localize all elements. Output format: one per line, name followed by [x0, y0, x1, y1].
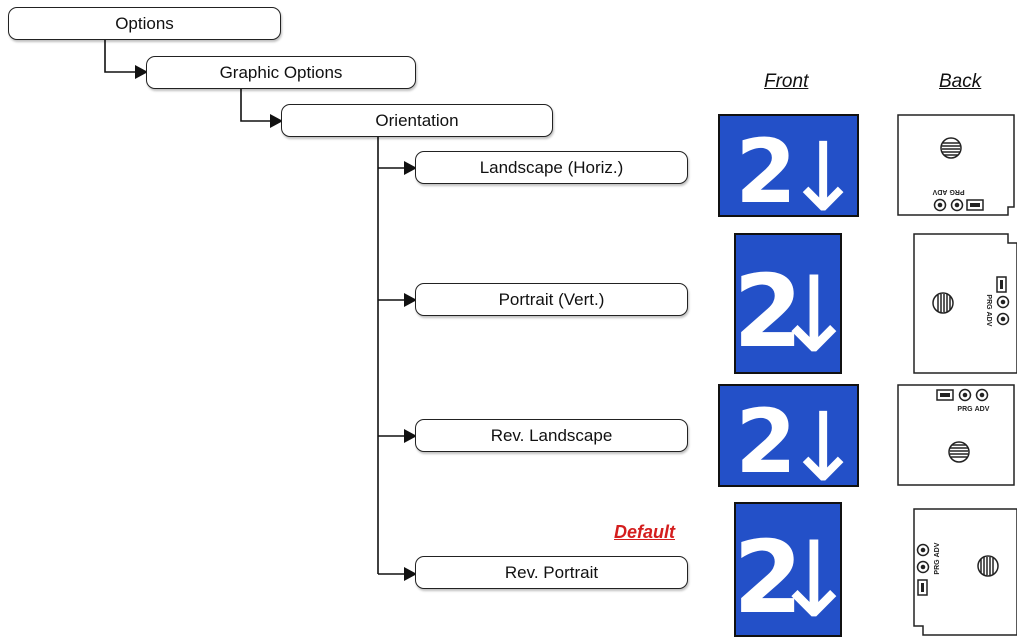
choice-rev-landscape-node: Rev. Landscape — [415, 419, 688, 452]
back-rev-portrait-buttons: ADV PRG — [916, 542, 941, 596]
front-landscape-glyph: 2 — [735, 120, 796, 217]
orientation-node: Orientation — [281, 104, 553, 137]
options-node: Options — [8, 7, 281, 40]
default-label: Default — [614, 522, 676, 542]
back-panel-landscape: ADV PRG — [897, 114, 1015, 216]
front-rev-portrait-glyph: 2 — [734, 519, 803, 636]
back-rev-landscape-buttons: PRG ADV — [936, 388, 990, 413]
front-panel-rev-landscape: 2 ↓ — [718, 384, 859, 487]
back-landscape-prg-label: PRG — [949, 188, 965, 195]
choice-rev-portrait-node: Rev. Portrait — [415, 556, 688, 589]
front-rev-landscape-glyph: 2 — [735, 390, 796, 487]
back-panel-rev-landscape: PRG ADV — [897, 384, 1015, 486]
back-landscape-adv-label: ADV — [932, 188, 947, 195]
back-rev-portrait-adv-label: ADV — [934, 542, 941, 557]
choice-portrait-label: Portrait (Vert.) — [498, 289, 605, 309]
speaker-icon — [932, 292, 954, 314]
front-rev-portrait-arrow-icon: ↓ — [770, 519, 842, 637]
back-column-header: Back — [939, 71, 982, 92]
front-panel-portrait: 2 ↓ — [734, 233, 842, 374]
graphic-options-label: Graphic Options — [219, 62, 343, 82]
front-portrait-glyph: 2 — [734, 253, 803, 370]
choice-landscape-label: Landscape (Horiz.) — [479, 157, 624, 177]
back-panel-rev-portrait: ADV PRG — [913, 508, 1017, 636]
front-panel-rev-portrait: 2 ↓ — [734, 502, 842, 637]
front-landscape-arrow-icon: ↓ — [783, 123, 859, 217]
front-column-header: Front — [764, 71, 809, 92]
back-rev-landscape-prg-label: PRG — [957, 406, 973, 413]
back-portrait-prg-label: PRG — [985, 294, 992, 310]
back-rev-landscape-adv-label: ADV — [975, 406, 990, 413]
choice-rev-portrait-label: Rev. Portrait — [504, 562, 599, 582]
front-rev-landscape-arrow-icon: ↓ — [783, 393, 859, 487]
orientation-label: Orientation — [375, 110, 459, 130]
front-panel-landscape: 2 ↓ — [718, 114, 859, 217]
front-portrait-arrow-icon: ↓ — [770, 254, 842, 374]
options-label: Options — [115, 13, 174, 33]
speaker-icon — [940, 137, 962, 159]
back-rev-portrait-prg-label: PRG — [934, 559, 941, 575]
choice-rev-landscape-label: Rev. Landscape — [490, 425, 613, 445]
back-panel-portrait: PRG ADV — [913, 233, 1017, 374]
back-portrait-adv-label: ADV — [985, 312, 992, 327]
back-landscape-buttons: ADV PRG — [932, 188, 984, 212]
choice-portrait-node: Portrait (Vert.) — [415, 283, 688, 316]
speaker-icon — [948, 441, 970, 463]
choice-landscape-node: Landscape (Horiz.) — [415, 151, 688, 184]
back-portrait-buttons: PRG ADV — [985, 276, 1010, 327]
graphic-options-node: Graphic Options — [146, 56, 416, 89]
speaker-icon — [977, 555, 999, 577]
